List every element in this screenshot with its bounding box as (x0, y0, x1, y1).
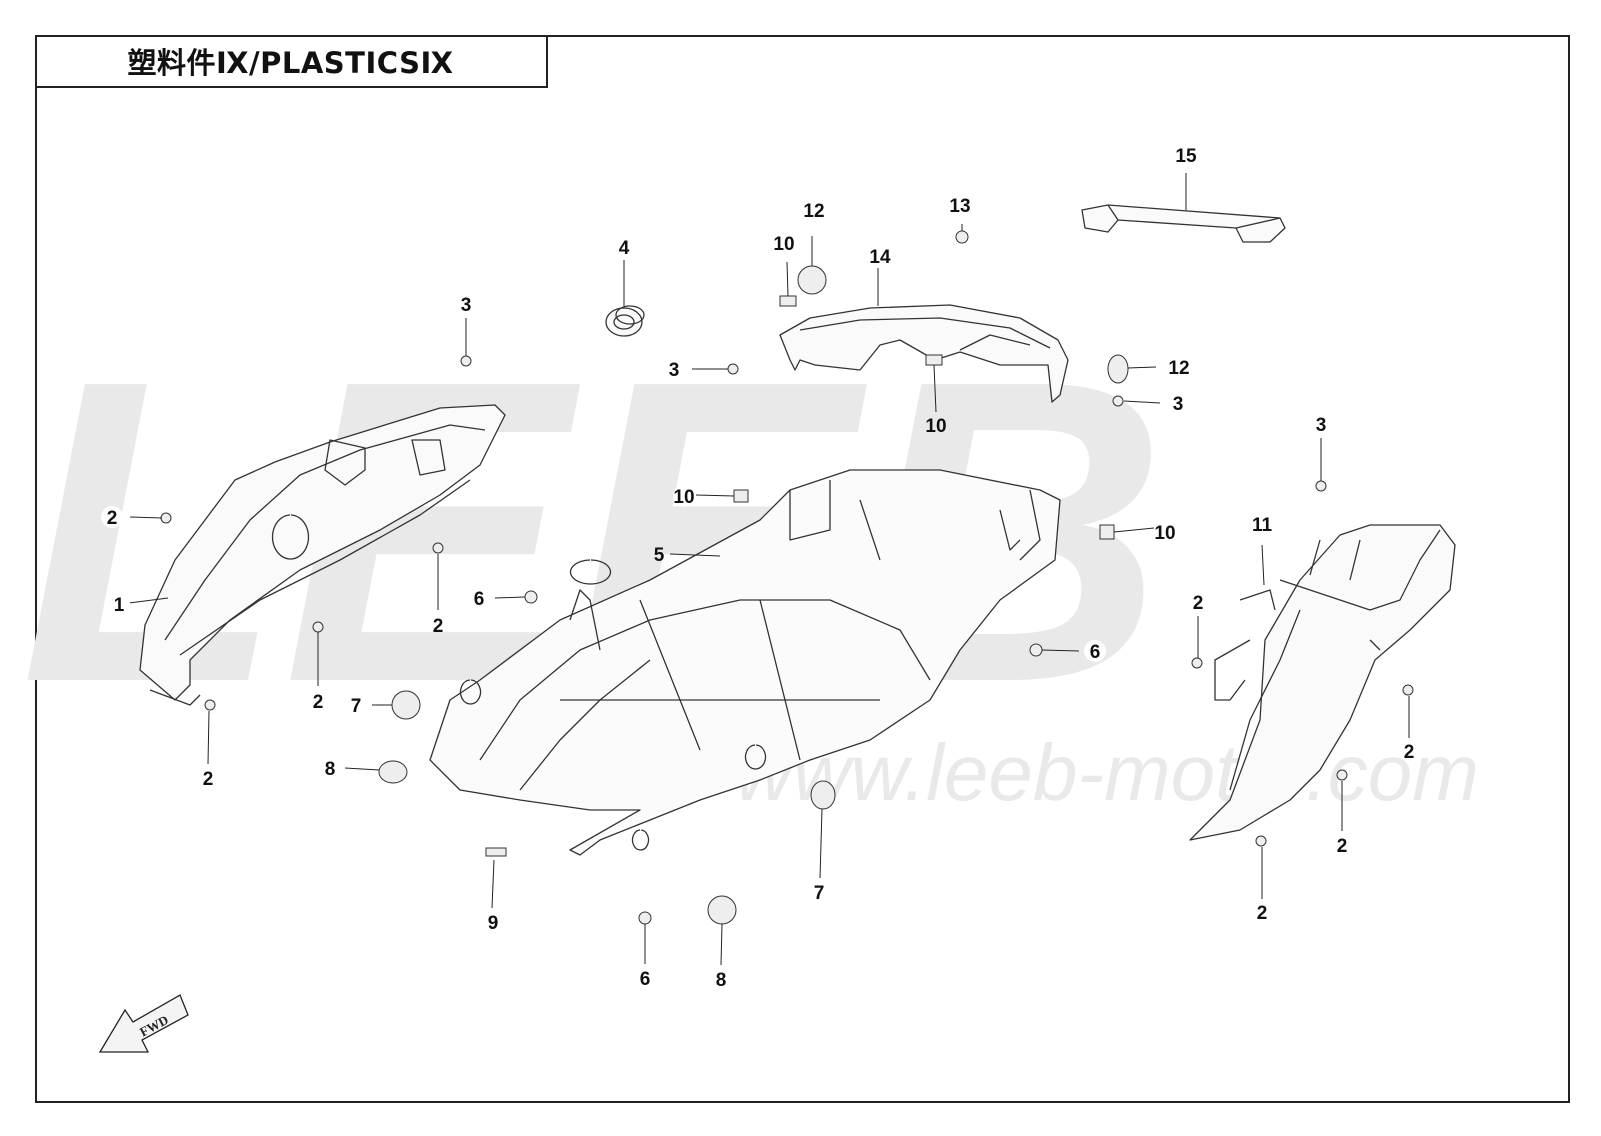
screw-icon (1191, 657, 1203, 669)
callout-15: 15 (1175, 146, 1197, 167)
clip-icon (779, 295, 797, 307)
callout-6: 6 (640, 969, 651, 990)
part-5-rear-undertray (429, 469, 1061, 856)
clip-icon (1099, 524, 1115, 540)
grommet-icon (1107, 354, 1129, 384)
part-1-left-side-cover (139, 404, 506, 706)
callout-2: 2 (1404, 742, 1415, 763)
callout-2: 2 (203, 769, 214, 790)
callout-10: 10 (1154, 523, 1175, 544)
screw-icon (1315, 480, 1327, 492)
callout-2: 2 (107, 508, 118, 529)
callout-3: 3 (669, 360, 680, 381)
callout-4: 4 (619, 238, 630, 259)
callout-2: 2 (1337, 836, 1348, 857)
callout-2: 2 (433, 616, 444, 637)
callout-8: 8 (716, 970, 727, 991)
screw-icon (1336, 769, 1348, 781)
callout-7: 7 (814, 883, 825, 904)
callout-9: 9 (488, 913, 499, 934)
callout-3: 3 (461, 295, 472, 316)
callout-11: 11 (1252, 515, 1273, 536)
callout-7: 7 (351, 696, 362, 717)
screw-icon (312, 621, 324, 633)
callout-10: 10 (925, 416, 946, 437)
screw-icon (1255, 835, 1267, 847)
screw-icon (1112, 395, 1124, 407)
callout-2: 2 (1257, 903, 1268, 924)
grommet-icon (797, 265, 827, 295)
screw-icon (1402, 684, 1414, 696)
screw-icon (1029, 643, 1043, 657)
part-14-rear-bracket (779, 304, 1069, 403)
title-box: 塑料件Ⅸ/PLASTICSⅨ (35, 35, 548, 88)
screw-icon (524, 590, 538, 604)
grommet-icon (391, 690, 421, 720)
grommet-icon (707, 895, 737, 925)
callout-1: 1 (114, 595, 125, 616)
clip-icon (925, 354, 943, 366)
callout-13: 13 (949, 196, 970, 217)
part-4-grommet (605, 305, 645, 337)
callout-14: 14 (869, 247, 891, 268)
clip-icon (733, 489, 749, 503)
clip-icon (485, 847, 507, 857)
grommet-icon (378, 760, 408, 784)
screw-icon (955, 230, 969, 244)
callout-3: 3 (1173, 394, 1184, 415)
screw-icon (460, 355, 472, 367)
callout-3: 3 (1316, 415, 1327, 436)
callout-8: 8 (325, 759, 336, 780)
screw-icon (204, 699, 216, 711)
callout-10: 10 (673, 487, 694, 508)
leader-lines (128, 173, 1410, 966)
callout-2: 2 (1193, 593, 1204, 614)
part-11-right-side-cover (1189, 524, 1456, 841)
callout-12: 12 (803, 201, 824, 222)
screw-icon (727, 363, 739, 375)
forward-arrow-icon: FWD (98, 994, 189, 1053)
callout-2: 2 (313, 692, 324, 713)
callout-6: 6 (1090, 642, 1101, 663)
screw-icon (160, 512, 172, 524)
part-15-grab-handle (1081, 204, 1286, 243)
grommet-icon (810, 780, 836, 810)
callout-6: 6 (474, 589, 485, 610)
callout-5: 5 (654, 545, 665, 566)
screw-icon (638, 911, 652, 925)
callout-10: 10 (773, 234, 794, 255)
screw-icon (432, 542, 444, 554)
callout-12: 12 (1168, 358, 1189, 379)
drawing-frame (35, 35, 1570, 1103)
page-title: 塑料件Ⅸ/PLASTICSⅨ (127, 45, 454, 80)
